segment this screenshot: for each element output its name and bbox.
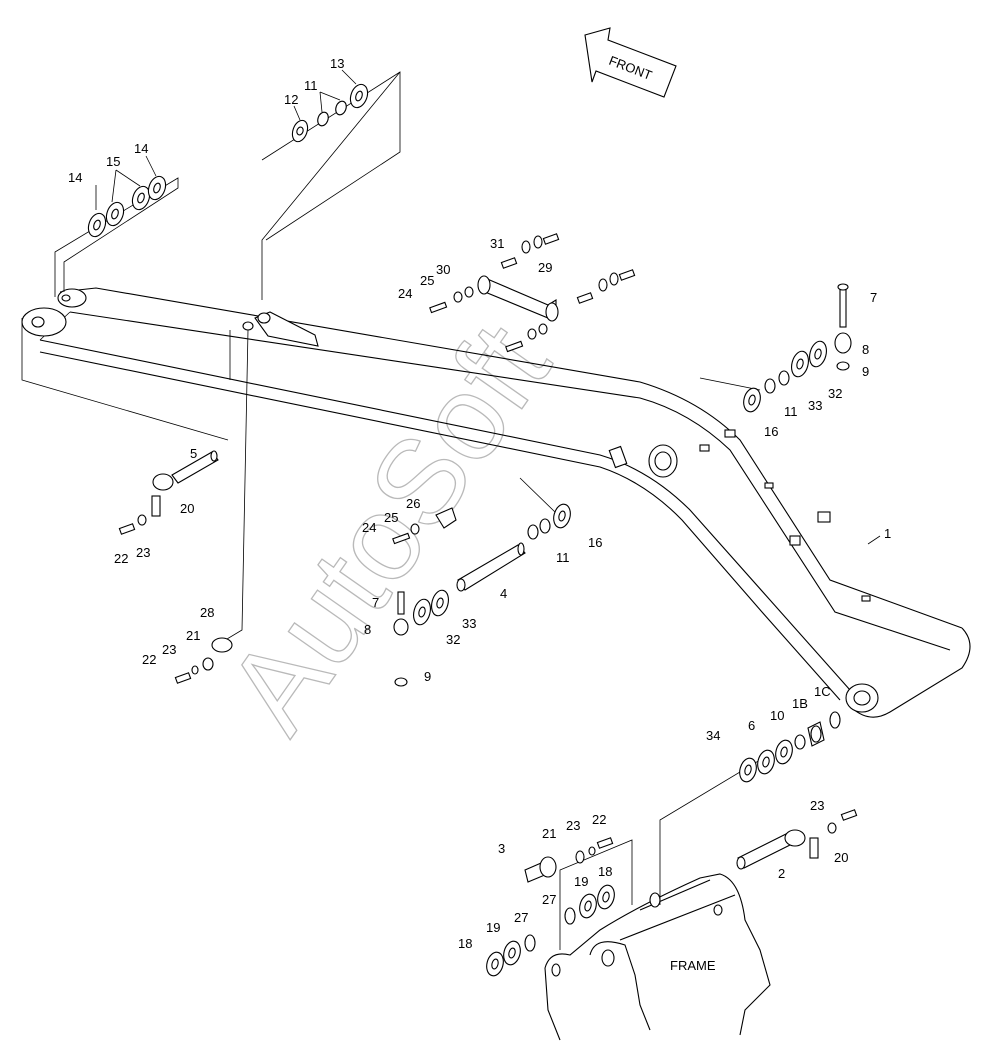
boom-body — [21, 287, 971, 718]
label-14-left: 14 — [68, 170, 82, 185]
stay-assembly-29 — [429, 233, 636, 353]
label-8-center: 8 — [364, 622, 371, 637]
label-7-center: 7 — [372, 595, 379, 610]
pin-3 — [486, 837, 615, 977]
boom-cylinder-pin-center — [392, 503, 571, 687]
label-1c: 1C — [814, 684, 831, 699]
label-13: 13 — [330, 56, 344, 71]
label-23-left: 23 — [136, 545, 150, 560]
frame: FRAME — [544, 873, 771, 1041]
label-1b: 1B — [792, 696, 808, 711]
boom-cylinder-pin-right — [743, 283, 852, 413]
label-19-left: 19 — [486, 920, 500, 935]
label-9-right: 9 — [862, 364, 869, 379]
label-18-left: 18 — [458, 936, 472, 951]
label-19-right: 19 — [574, 874, 588, 889]
pin-2 — [736, 809, 858, 870]
label-33-right: 33 — [808, 398, 822, 413]
washer-group-11-12-13 — [291, 83, 369, 143]
label-11-center: 11 — [556, 550, 570, 565]
label-4: 4 — [500, 586, 507, 601]
label-12: 12 — [284, 92, 298, 107]
label-27-left: 27 — [514, 910, 528, 925]
label-22-mid: 22 — [142, 652, 156, 667]
label-23-bottom: 23 — [566, 818, 580, 833]
label-6: 6 — [748, 718, 755, 733]
label-7-right: 7 — [870, 290, 877, 305]
label-14-right: 14 — [134, 141, 148, 156]
label-22-bottom: 22 — [592, 812, 606, 827]
label-20-right: 20 — [834, 850, 848, 865]
label-24-top: 24 — [398, 286, 412, 301]
label-8-right: 8 — [862, 342, 869, 357]
label-18-right: 18 — [598, 864, 612, 879]
label-31: 31 — [490, 236, 504, 251]
label-23-mid: 23 — [162, 642, 176, 657]
label-11-right: 11 — [784, 404, 798, 419]
label-24-center: 24 — [362, 520, 376, 535]
label-9-center: 9 — [424, 669, 431, 684]
label-leaders — [95, 69, 881, 545]
label-29: 29 — [538, 260, 552, 275]
label-25-top: 25 — [420, 273, 434, 288]
label-27-right: 27 — [542, 892, 556, 907]
washer-group-14-15 — [87, 175, 167, 238]
pin-28 — [174, 637, 233, 684]
label-21-bottom: 21 — [542, 826, 556, 841]
label-22-left: 22 — [114, 551, 128, 566]
label-28: 28 — [200, 605, 214, 620]
frame-label: FRAME — [670, 958, 716, 973]
label-20-left: 20 — [180, 501, 194, 516]
label-16-right: 16 — [764, 424, 778, 439]
label-10: 10 — [770, 708, 784, 723]
label-2: 2 — [778, 866, 785, 881]
label-26: 26 — [406, 496, 420, 511]
part-labels: 1 1B 1C 2 3 4 5 6 7 7 8 8 9 9 10 11 11 1… — [68, 56, 891, 951]
label-34: 34 — [706, 728, 720, 743]
leader-lines — [21, 71, 761, 950]
label-23-right: 23 — [810, 798, 824, 813]
watermark-text: AutoSoft — [202, 301, 576, 755]
label-33-center: 33 — [462, 616, 476, 631]
label-5: 5 — [190, 446, 197, 461]
label-32-center: 32 — [446, 632, 460, 647]
label-32-right: 32 — [828, 386, 842, 401]
label-25-center: 25 — [384, 510, 398, 525]
boom-foot-washers — [739, 711, 841, 783]
pin-5 — [118, 450, 219, 535]
label-30: 30 — [436, 262, 450, 277]
label-11-top: 11 — [304, 78, 318, 93]
label-15: 15 — [106, 154, 120, 169]
label-1: 1 — [884, 526, 891, 541]
front-arrow: FRONT — [584, 27, 677, 98]
label-21-left: 21 — [186, 628, 200, 643]
label-3: 3 — [498, 841, 505, 856]
label-16-center: 16 — [588, 535, 602, 550]
